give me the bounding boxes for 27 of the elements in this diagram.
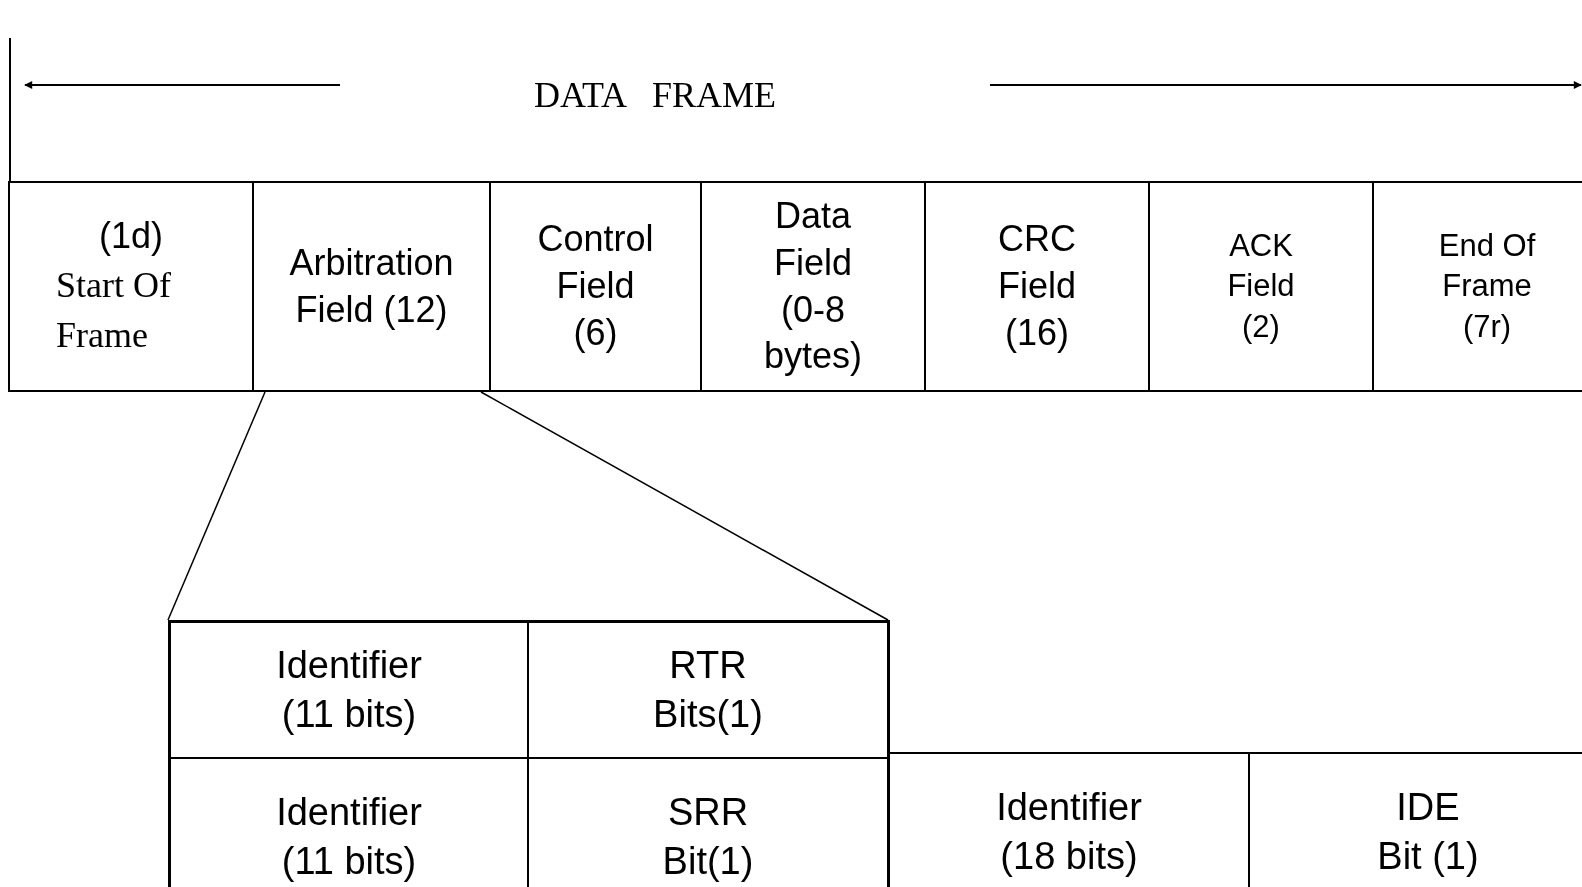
field-label: Arbitration Field (12) (289, 240, 454, 332)
expansion-line (167, 391, 266, 621)
field-label: Identifier (11 bits) (275, 789, 423, 884)
field-label: End Of Frame (7r) (1437, 227, 1537, 346)
field-cell (8, 181, 254, 392)
field-cell (1372, 181, 1582, 392)
field-label: Identifier (11 bits) (275, 642, 423, 737)
field-label: CRC Field (16) (998, 217, 1076, 355)
frame-title: DATA FRAME (532, 74, 778, 116)
field-cell (527, 621, 889, 759)
field-cell (700, 181, 926, 392)
field-cell (489, 181, 702, 392)
field-cell (252, 181, 491, 392)
field-label: RTR Bits(1) (653, 642, 763, 737)
expansion-line (480, 391, 889, 621)
field-label: Identifier (18 bits) (995, 784, 1143, 879)
table-frame (168, 620, 890, 887)
field-label: ACK Field (2) (1227, 227, 1295, 346)
field-cell (1148, 181, 1374, 392)
field-cell (169, 621, 529, 759)
field-cell (924, 181, 1150, 392)
field-label: Start Of Frame (56, 263, 172, 357)
field-label: (1d) (99, 213, 163, 258)
field-label: SRR Bit(1) (662, 789, 754, 884)
field-label: IDE Bit (1) (1376, 784, 1480, 879)
field-label: Control Field (6) (537, 217, 654, 355)
field-label: Data Field (0-8 bytes) (764, 193, 862, 379)
